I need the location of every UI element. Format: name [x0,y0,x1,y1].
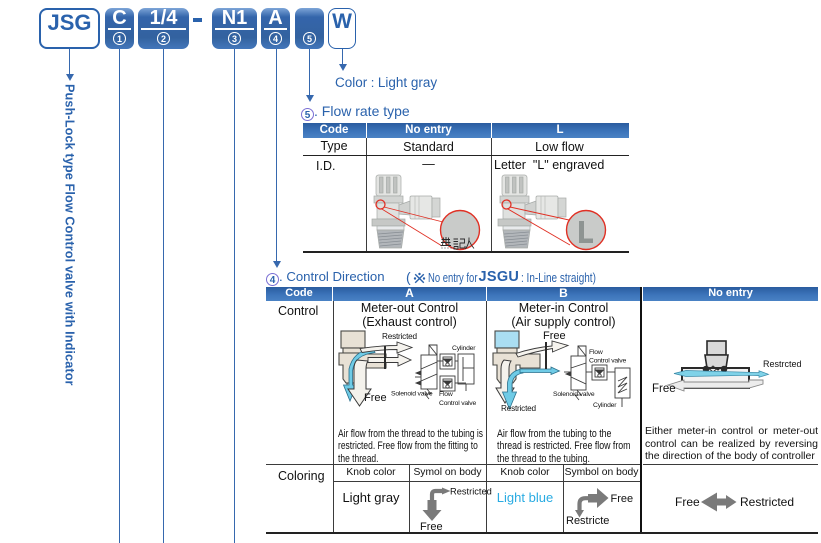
svg-text:Free: Free [675,495,700,509]
svg-text:Restricte: Restricte [566,515,609,527]
svg-text:Restricted: Restricted [450,487,492,497]
svg-text:Free: Free [420,521,443,533]
svg-text:Flow: Flow [439,391,453,398]
svg-text:Free: Free [652,383,676,395]
svg-text:Control valve: Control valve [439,400,476,407]
svg-text:Solenoid valve: Solenoid valve [391,391,433,398]
svg-text:Restricted: Restricted [382,332,418,341]
svg-text:Restricted: Restricted [740,495,794,509]
svg-text:Solenoid valve: Solenoid valve [553,391,595,398]
svg-text:Cylinder: Cylinder [452,345,476,352]
svg-text:Free: Free [543,330,566,342]
svg-text:Free: Free [364,392,387,404]
svg-text:Restrcted: Restrcted [763,359,802,369]
svg-text:Cylinder: Cylinder [593,402,617,409]
svg-text:Control valve: Control valve [589,358,626,365]
svg-text:Free: Free [611,493,634,505]
svg-text:Flow: Flow [589,349,603,356]
svg-text:Restricted: Restricted [501,404,537,413]
